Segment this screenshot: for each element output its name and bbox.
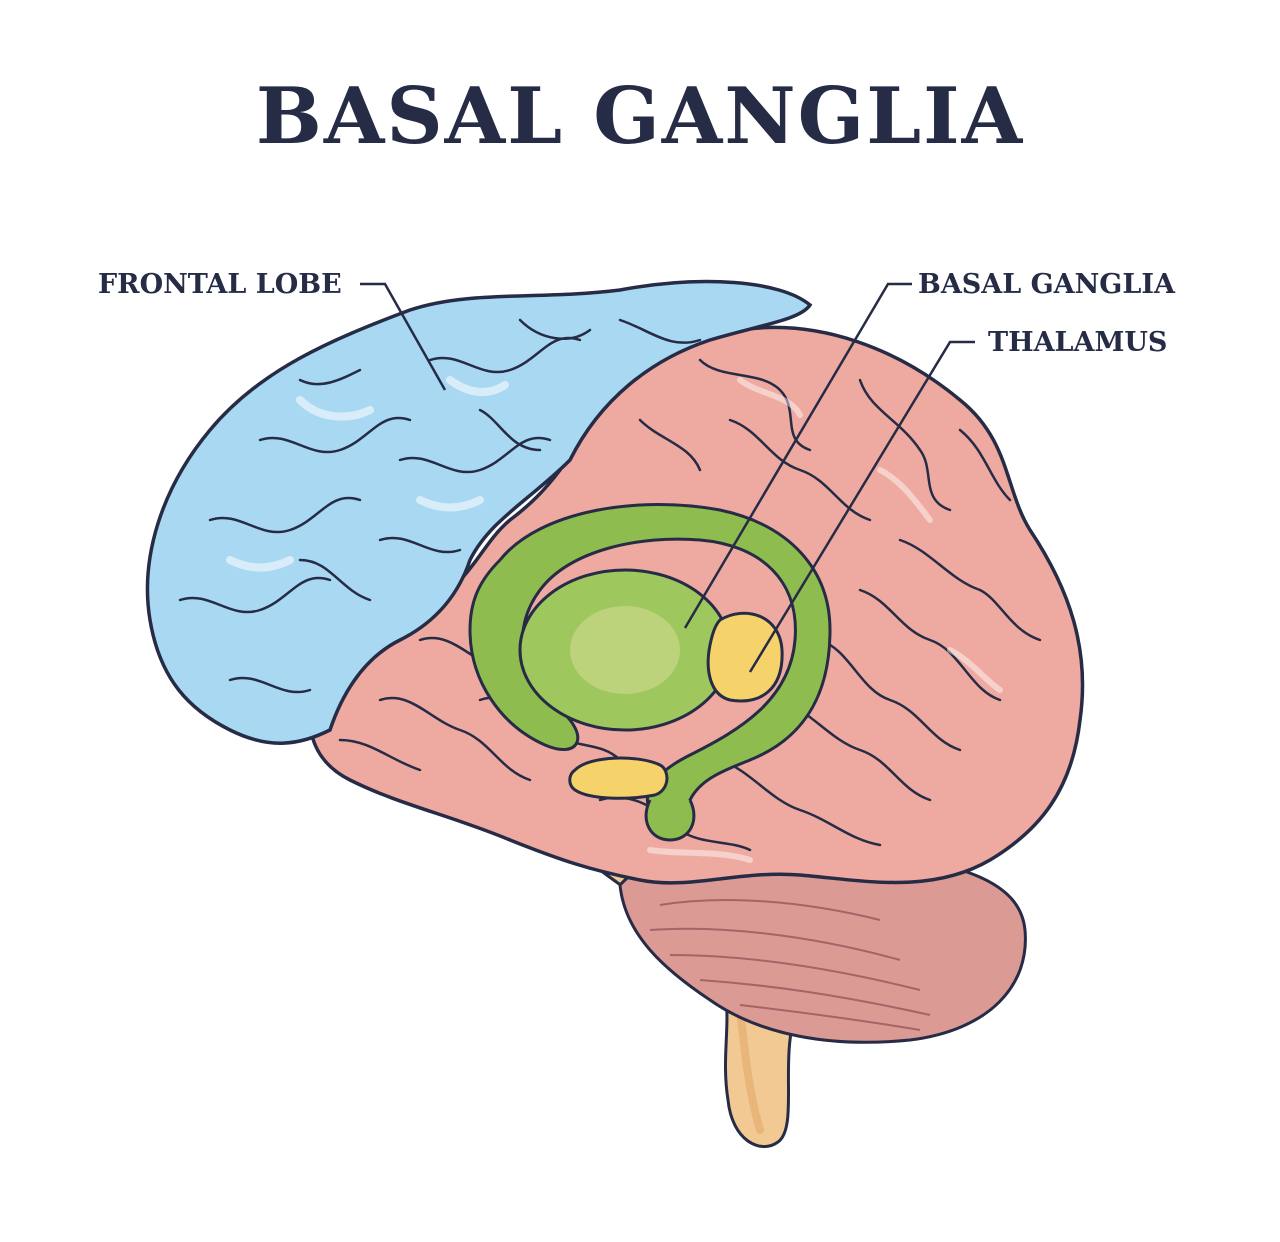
leader-lines	[360, 282, 975, 673]
frontal-lobe	[145, 279, 813, 745]
label-frontal-lobe: FRONTAL LOBE	[98, 269, 342, 300]
thalamus	[568, 611, 784, 800]
leader-frontal-lobe	[360, 282, 447, 391]
page-title: BASAL GANGLIA	[255, 71, 1025, 162]
leader-basal-ganglia	[683, 282, 912, 629]
label-basal-ganglia: BASAL GANGLIA	[918, 269, 1175, 300]
label-thalamus: THALAMUS	[988, 327, 1168, 358]
leader-thalamus	[748, 340, 975, 673]
basal-ganglia	[468, 502, 832, 842]
